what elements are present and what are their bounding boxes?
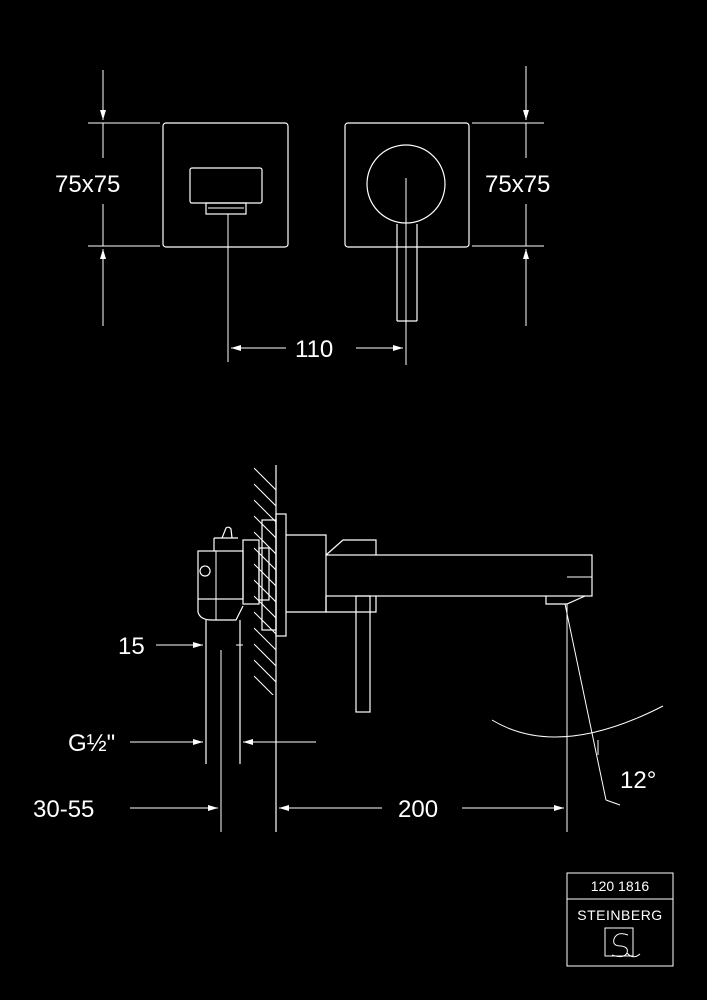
right-plate-size-label: 75x75 [485, 171, 550, 198]
left-cover-plate [162, 122, 289, 362]
side-view: 15 G½" 30-55 200 12° [33, 465, 664, 832]
spray-angle-dimension: 12° [491, 603, 664, 832]
projection-dimension: 30-55 200 [33, 796, 564, 823]
spout-assembly [275, 513, 593, 713]
steinberg-logo-icon [604, 927, 641, 958]
left-plate-dimension: 75x75 [55, 70, 160, 326]
spacing-dimension: 110 [231, 336, 403, 363]
outlet-diameter-dimension: 15 [118, 633, 243, 660]
wall-depth-label: 30-55 [33, 796, 94, 823]
thread-dimension: G½" [68, 730, 316, 757]
spout-projection-label: 200 [398, 796, 438, 823]
top-view: 75x75 75x75 110 [55, 66, 550, 365]
left-plate-size-label: 75x75 [55, 171, 120, 198]
spray-angle-label: 12° [620, 767, 656, 794]
outlet-pipe [205, 620, 241, 832]
spacing-label: 110 [295, 336, 333, 363]
title-block: 120 1816 STEINBERG [566, 872, 674, 967]
article-number: 120 1816 [591, 878, 650, 894]
thread-label: G½" [68, 730, 115, 757]
outlet-diameter-label: 15 [118, 633, 145, 660]
brand-name: STEINBERG [577, 907, 662, 923]
right-plate-dimension: 75x75 [472, 66, 550, 326]
right-cover-plate [344, 122, 470, 365]
